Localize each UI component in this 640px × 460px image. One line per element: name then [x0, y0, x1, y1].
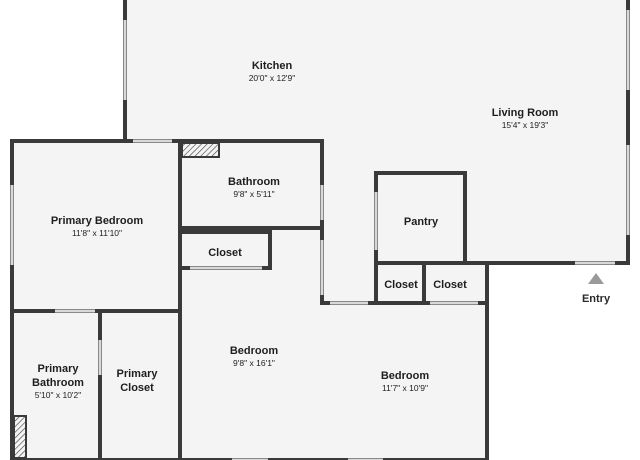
closet-left-name: Closet — [384, 279, 418, 291]
openings — [10, 10, 630, 460]
closet-right-name: Closet — [433, 279, 467, 291]
living-room-dims: 15'4" x 19'3" — [502, 120, 549, 130]
bathroom-fixture — [181, 142, 220, 158]
primary-bathroom-fixture — [13, 415, 27, 459]
bathroom-name: Bathroom — [228, 176, 280, 188]
bedroom-3-dims: 11'7" x 10'9" — [382, 383, 428, 393]
primary-closet-name-line1: Primary — [117, 368, 159, 380]
hall-closet-name: Closet — [208, 247, 242, 259]
primary-bathroom-dims: 5'10" x 10'2" — [35, 390, 82, 400]
bedroom-3-name: Bedroom — [381, 370, 430, 382]
entry-arrow-icon — [588, 273, 604, 284]
kitchen-dims: 20'0" x 12'9" — [249, 73, 296, 83]
primary-bedroom-dims: 11'8" x 11'10" — [72, 228, 122, 238]
bedroom-2-name: Bedroom — [230, 345, 279, 357]
living-room-name: Living Room — [492, 107, 559, 119]
primary-bathroom-name-line1: Primary — [38, 363, 80, 375]
bedroom-2-dims: 9'8" x 16'1" — [233, 358, 275, 368]
pantry-name: Pantry — [404, 216, 439, 228]
primary-closet-name-line2: Closet — [120, 382, 154, 394]
kitchen-name: Kitchen — [252, 60, 293, 72]
primary-bathroom-name-line2: Bathroom — [32, 377, 84, 389]
entry-label: Entry — [582, 293, 611, 305]
primary-bedroom-name: Primary Bedroom — [51, 215, 144, 227]
bathroom-dims: 9'8" x 5'11" — [233, 189, 274, 199]
